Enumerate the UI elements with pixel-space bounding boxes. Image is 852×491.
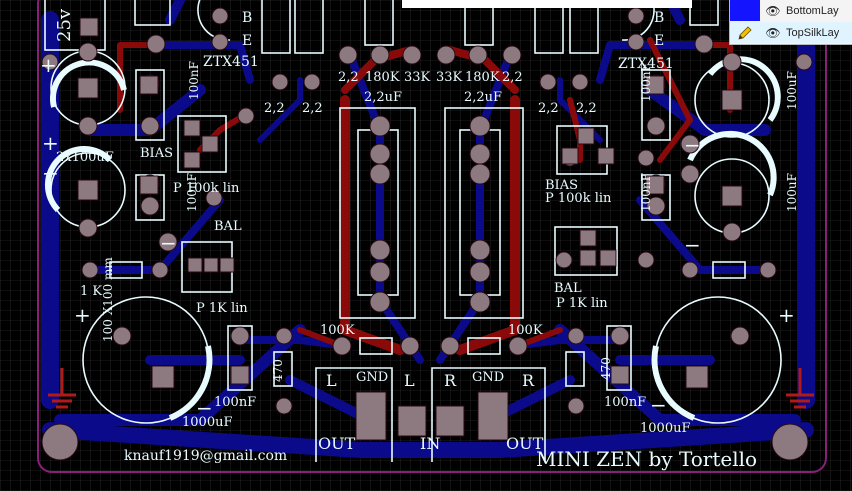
label-e-right: E xyxy=(654,33,664,49)
label-pot-right: P 100k lin xyxy=(545,191,612,206)
label-bias-right: BIAS xyxy=(545,178,578,193)
minus-sign-5: − xyxy=(650,393,667,417)
label-c22-right: 2,2uF xyxy=(464,90,502,105)
label-r-out: R xyxy=(522,371,535,390)
label-l-out: L xyxy=(326,371,337,390)
label-bal-right: BAL xyxy=(554,281,582,296)
label-in: IN xyxy=(420,434,440,453)
eye-icon[interactable]: 👁 xyxy=(765,3,781,18)
label-1000uf-left: 1000uF xyxy=(182,415,232,430)
plus-sign-3: + xyxy=(42,161,59,185)
label-2x100uf: 2x100uF xyxy=(56,150,114,165)
label-100nf-l2: 100nF xyxy=(185,173,199,212)
silk-labels: 25v B E B E ZTX451 ZTX451 2,2 180K 33K 3… xyxy=(40,8,799,471)
label-pot-bal-right: P 1K lin xyxy=(556,296,608,311)
layer-color-swatch[interactable] xyxy=(730,0,760,21)
label-out-left: OUT xyxy=(318,434,356,453)
label-100k-left: 100K xyxy=(320,323,355,338)
minus-sign-2: − xyxy=(684,133,701,157)
label-bias-left: BIAS xyxy=(140,146,173,161)
plus-sign-1: + xyxy=(40,53,57,77)
label-1k: 1 K xyxy=(80,284,102,299)
label-100uf-r2: 100uF xyxy=(785,173,799,212)
ground-symbols xyxy=(48,368,814,409)
label-100nf-bottom-left: 100nF xyxy=(214,395,256,410)
plus-sign-5: + xyxy=(778,303,795,327)
plus-sign-4: + xyxy=(74,303,91,327)
layer-name-topsilk: TopSilkLay xyxy=(786,26,840,39)
minus-sign-1: − xyxy=(160,231,177,255)
eye-icon[interactable]: 👁 xyxy=(765,25,781,40)
label-r22-d: 2,2 xyxy=(302,101,323,116)
label-100nf-bottom-right: 100nF xyxy=(604,395,646,410)
label-r33-left: 33K xyxy=(404,70,431,85)
label-1000uf-right: 1000uF xyxy=(640,421,690,436)
board-title: MINI ZEN by Tortello xyxy=(536,447,757,471)
layer-name-bottom: BottomLay xyxy=(786,4,839,17)
label-ztx-left: ZTX451 xyxy=(203,54,259,70)
label-e-left: E xyxy=(242,33,252,49)
label-r22-f: 2,2 xyxy=(576,101,597,116)
pencil-icon[interactable] xyxy=(730,22,760,43)
label-gnd-right: GND xyxy=(472,370,504,385)
label-bal-left: BAL xyxy=(214,219,242,234)
label-pot-left: P 100k lin xyxy=(173,181,240,196)
silkscreen xyxy=(44,0,782,462)
label-470-left: 470 xyxy=(271,359,285,382)
label-100k-right: 100K xyxy=(508,323,543,338)
layer-row-topsilk[interactable]: 👁 TopSilkLay xyxy=(730,22,852,43)
label-r33-right: 33K xyxy=(436,70,463,85)
label-100nf-l1: 100nF xyxy=(187,61,201,100)
layers-panel: 👁 BottomLay 👁 TopSilkLay xyxy=(729,0,852,45)
label-dimensions: 100 X100 mm xyxy=(101,257,115,342)
label-out-right: OUT xyxy=(506,434,544,453)
label-r22-b: 2,2 xyxy=(502,70,523,85)
plus-sign-2: + xyxy=(42,131,59,155)
minus-sign-4: − xyxy=(196,396,213,420)
label-c22-left: 2,2uF xyxy=(364,90,402,105)
label-100uf-r1: 100uF xyxy=(785,71,799,110)
label-r22-c: 2,2 xyxy=(264,101,285,116)
label-gnd-left: GND xyxy=(356,370,388,385)
minus-sign-3: − xyxy=(684,233,701,257)
label-pot-bal-left: P 1K lin xyxy=(196,301,248,316)
label-l-in: L xyxy=(404,371,415,390)
pads xyxy=(41,7,813,461)
label-b-left: B xyxy=(242,10,252,26)
label-r-in: R xyxy=(444,371,457,390)
layer-row-bottom[interactable]: 👁 BottomLay xyxy=(730,0,852,21)
label-470-right: 470 xyxy=(599,357,613,380)
label-ztx-right: ZTX451 xyxy=(618,56,674,72)
label-r22-a: 2,2 xyxy=(338,70,359,85)
label-25v: 25v xyxy=(54,8,75,42)
label-r180-left: 180K xyxy=(365,70,400,85)
label-email: knauf1919@gmail.com xyxy=(124,448,287,464)
board-outline xyxy=(37,0,827,473)
label-r180-right: 180K xyxy=(465,70,500,85)
toolbar-strip xyxy=(402,0,692,8)
label-100nf-r2: 100nF xyxy=(639,173,653,212)
label-b-right: B xyxy=(654,10,664,26)
label-r22-e: 2,2 xyxy=(538,101,559,116)
label-100nf-r1: 100nF xyxy=(639,63,653,102)
